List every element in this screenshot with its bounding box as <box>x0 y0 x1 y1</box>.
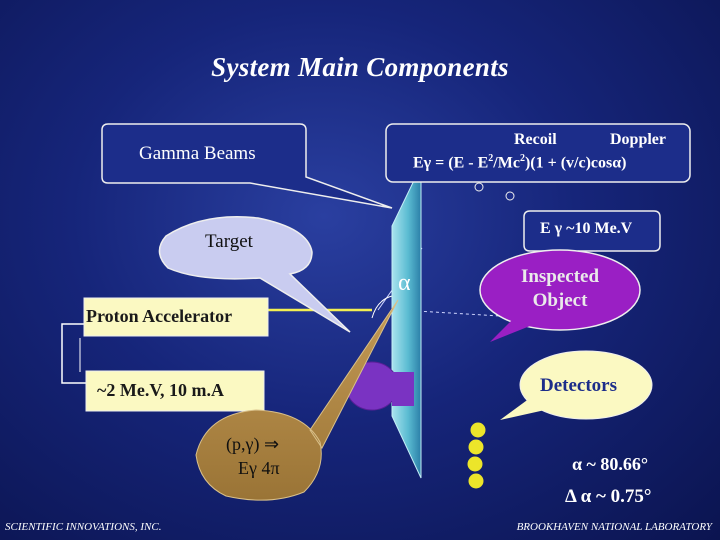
recoil-label: Recoil <box>514 131 557 148</box>
formula-part-a: Eγ = (E - E <box>413 154 489 172</box>
target-label: Target <box>205 231 253 252</box>
delta-alpha-value: Δ α ~ 0.75° <box>565 486 652 507</box>
reaction-callout <box>195 299 399 501</box>
inspected-object-pointer <box>490 320 530 342</box>
reaction-line-1: (p,γ) ⇒ <box>226 434 280 454</box>
detector-array <box>467 422 486 489</box>
doppler-formula: Eγ = (E - E2/Mc2)(1 + (v/c)cosα) <box>413 153 627 172</box>
formula-sup-2: 2 <box>519 153 525 164</box>
footer-left: SCIENTIFIC INNOVATIONS, INC. <box>5 521 162 533</box>
inspected-object-line-2: Object <box>532 290 588 311</box>
detector-dot <box>468 439 484 455</box>
detectors-pointer <box>500 398 545 420</box>
doppler-label: Doppler <box>610 131 666 148</box>
formula-part-b: /Mc <box>493 154 520 172</box>
gamma-energy-label: E γ ~10 Me.V <box>540 220 633 237</box>
detector-dot <box>467 456 483 472</box>
gamma-path-dashed-line <box>399 309 501 317</box>
inspected-object-line-1: Inspected <box>520 266 600 287</box>
inspected-object-label: Inspected Object <box>500 265 620 313</box>
detectors-label: Detectors <box>540 375 618 396</box>
purple-object-stem <box>392 372 414 406</box>
gamma-beams-label: Gamma Beams <box>139 143 256 164</box>
proton-accelerator-box <box>83 297 269 337</box>
recoil-doppler-callout <box>385 123 691 183</box>
alpha-symbol: α <box>398 270 411 296</box>
detectors-callout <box>519 350 653 420</box>
reaction-line-2: Eγ 4π <box>238 458 280 478</box>
detector-dot <box>468 473 484 489</box>
inspected-object-callout <box>479 249 641 331</box>
page-title: System Main Components <box>211 52 509 82</box>
formula-part-c: )(1 + (v/c)cosα) <box>524 154 627 172</box>
alpha-angle-value: α ~ 80.66° <box>572 454 649 474</box>
beam-params-box <box>85 370 265 412</box>
beam-params-label: ~2 Me.V, 10 m.A <box>97 380 225 400</box>
detector-dot <box>470 422 486 438</box>
alpha-angle-arc <box>371 295 393 319</box>
target-disk <box>391 165 422 479</box>
thought-bubble-dot <box>474 182 484 192</box>
thought-bubble-dot <box>505 191 515 201</box>
proton-accelerator-label: Proton Accelerator <box>86 306 233 326</box>
formula-sup-1: 2 <box>488 153 494 164</box>
footer-right: BROOKHAVEN NATIONAL LABORATORY <box>516 521 712 533</box>
target-callout <box>158 216 351 333</box>
gamma-beams-callout <box>101 123 393 209</box>
reaction-label: (p,γ) ⇒ Eγ 4π <box>226 432 280 480</box>
